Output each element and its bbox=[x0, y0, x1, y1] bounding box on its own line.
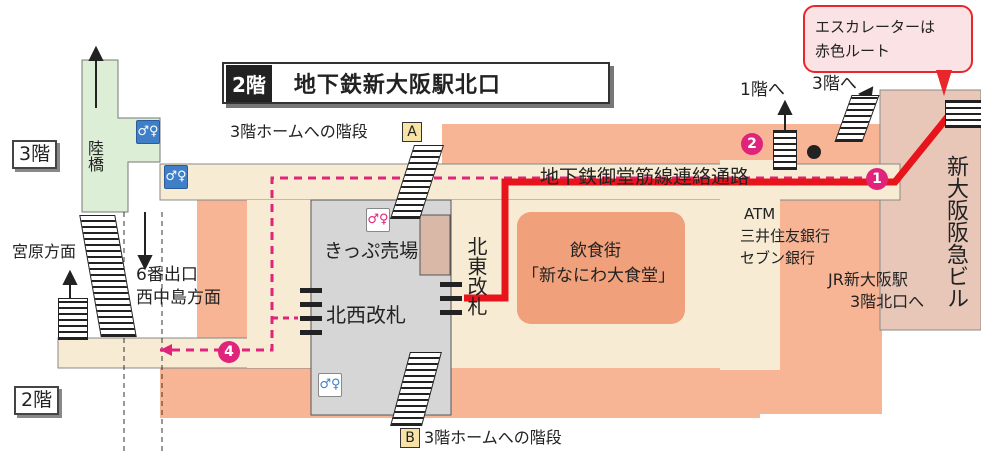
jr-label: JR新大阪駅 bbox=[828, 270, 908, 289]
stairs-b-badge: B bbox=[400, 428, 420, 448]
callout-line2: 赤色ルート bbox=[815, 42, 891, 60]
ticket-office-label: きっぷ売場 bbox=[324, 240, 419, 262]
atm-bank1: 三井住友銀行 bbox=[740, 227, 831, 245]
northeast-gate-label: 北東改札 bbox=[464, 236, 488, 316]
restroom-icon: ♂♀ bbox=[366, 208, 390, 232]
floor2-label: 2階 bbox=[14, 386, 60, 415]
exit6-direction: 西中島方面 bbox=[136, 288, 221, 308]
bridge-area bbox=[81, 59, 161, 213]
stairs-b-label: 3階ホームへの階段 bbox=[424, 428, 562, 447]
floor-badge: 2階 bbox=[226, 64, 272, 102]
bottom-zone bbox=[160, 368, 760, 418]
restroom-icon: ♂♀ bbox=[318, 373, 342, 397]
food-court-area bbox=[517, 212, 685, 324]
map-title: 2階 地下鉄新大阪駅北口 bbox=[222, 62, 610, 104]
to-1f-label: 1階へ bbox=[740, 80, 785, 100]
right-concourse bbox=[720, 160, 780, 370]
escalator-callout: エスカレーターは 赤色ルート bbox=[803, 5, 973, 73]
route-marker-2: 2 bbox=[741, 133, 763, 155]
northwest-gate-label: 北西改札 bbox=[326, 303, 406, 327]
food-court-name: 「新なにわ大食堂」 bbox=[522, 266, 675, 286]
dashed-route bbox=[160, 176, 862, 352]
to-3f-label: 3階へ bbox=[812, 74, 857, 94]
route-marker-1: 1 bbox=[866, 168, 888, 190]
restroom-icon: ♂♀ bbox=[136, 120, 160, 144]
ticket-machines bbox=[419, 214, 451, 276]
route-marker-4: 4 bbox=[218, 341, 240, 363]
route-arrowhead bbox=[160, 344, 172, 356]
miyahara-label: 宮原方面 bbox=[12, 242, 77, 261]
food-court-title: 飲食街 bbox=[570, 241, 621, 261]
gate-marker bbox=[300, 316, 322, 321]
station-name: 地下鉄新大阪駅北口 bbox=[293, 73, 501, 98]
gate-marker bbox=[440, 296, 462, 301]
passage-label: 地下鉄御堂筋線連絡通路 bbox=[540, 166, 750, 188]
callout-tail bbox=[936, 70, 952, 96]
callout-line1: エスカレーターは bbox=[815, 18, 936, 36]
restroom-icon: ♂♀ bbox=[164, 165, 188, 189]
building-label: 新大阪阪急ビル bbox=[943, 155, 968, 309]
exit6-label: 6番出口 bbox=[136, 265, 198, 285]
stairs-a-label: 3階ホームへの階段 bbox=[230, 122, 368, 141]
miyahara-stairs bbox=[58, 298, 88, 340]
gate-marker bbox=[300, 302, 322, 307]
gate-marker bbox=[300, 288, 322, 293]
gate-marker bbox=[300, 330, 322, 335]
jr-direction: 3階北口へ bbox=[850, 292, 925, 311]
atm-bank2: セブン銀行 bbox=[740, 249, 816, 267]
atm-label: ATM bbox=[744, 205, 776, 223]
atm-dot bbox=[807, 145, 821, 159]
floor3-label: 3階 bbox=[12, 140, 58, 169]
gate-marker bbox=[440, 310, 462, 315]
stairs-to-1f bbox=[773, 130, 797, 170]
bridge-label: 陸橋 bbox=[85, 140, 104, 172]
stairs-a-badge: A bbox=[402, 122, 422, 142]
escalator-right bbox=[945, 100, 981, 128]
gate-marker bbox=[440, 282, 462, 287]
